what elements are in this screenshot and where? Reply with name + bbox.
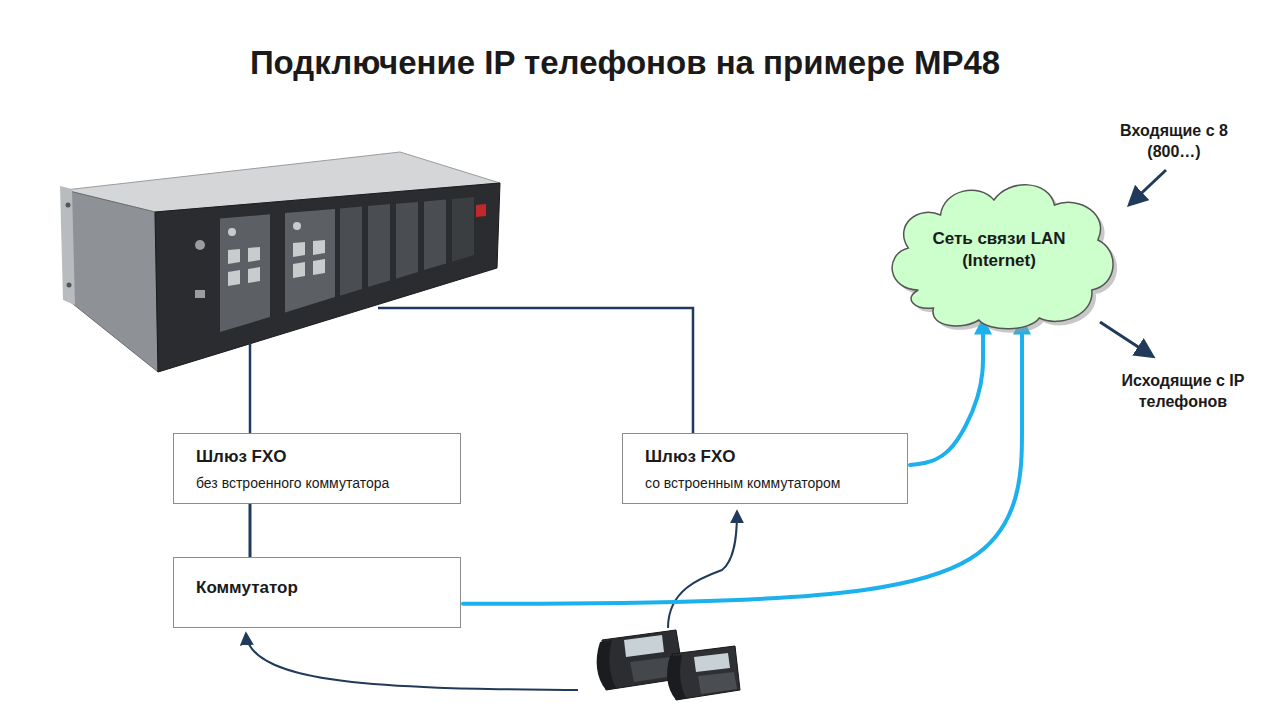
node-note: со встроенным коммутатором — [645, 474, 885, 492]
connector-line — [249, 504, 252, 557]
device-wire — [249, 343, 252, 433]
incoming-arrow — [1130, 170, 1166, 204]
ip-phones — [597, 630, 740, 700]
call-direction-label: Исходящие с IP телефонов — [1108, 370, 1258, 412]
diagram-title: Подключение IP телефонов на примере MP48 — [0, 42, 1250, 84]
switch-box: Коммутатор — [173, 557, 461, 628]
phone-arrow — [668, 512, 737, 628]
outgoing-arrow — [1100, 322, 1152, 356]
node-heading: Шлюз FXO — [645, 446, 885, 468]
node-heading: Сеть связи LAN (Internet) — [924, 228, 1074, 272]
cloud-shape — [892, 185, 1113, 329]
node-heading: Шлюз FXO — [196, 446, 438, 468]
phone-arrow — [246, 634, 578, 690]
cloud-outline — [878, 170, 1120, 330]
gateway-box: Шлюз FXO со встроенным коммутатором — [622, 433, 908, 504]
network-cloud: Сеть связи LAN (Internet) — [878, 170, 1120, 330]
node-note: без встроенного коммутатора — [196, 474, 438, 492]
connector-line — [910, 322, 983, 465]
mp48-device — [60, 152, 500, 372]
connector-line — [463, 322, 1022, 604]
node-heading: Коммутатор — [196, 577, 438, 599]
device-wire — [378, 308, 693, 433]
call-direction-label: Входящие с 8 (800…) — [1112, 120, 1236, 162]
gateway-box: Шлюз FXO без встроенного коммутатора — [173, 433, 461, 504]
